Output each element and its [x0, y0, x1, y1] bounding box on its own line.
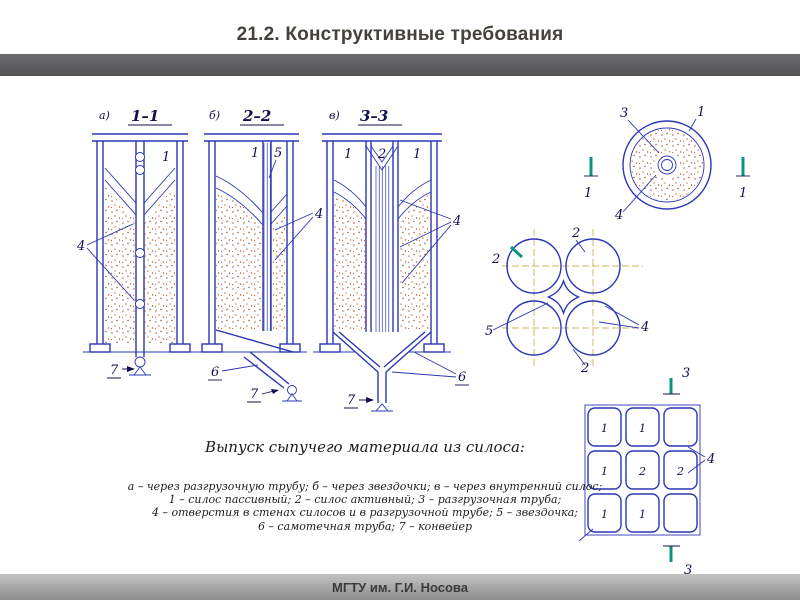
label-active-silo: 2	[580, 361, 589, 376]
label-passive-silo: 1	[344, 147, 352, 162]
grain-fill	[105, 186, 136, 343]
centerlines	[502, 229, 643, 367]
label-active-silo: 2	[491, 252, 500, 267]
conveyor-symbol	[287, 385, 297, 395]
cell-label: 1	[601, 465, 608, 478]
section-b-letter: б)	[209, 109, 220, 122]
legend-line-6-7: 6 – самотечная труба; 7 – конвейер	[257, 519, 473, 533]
label-active-silo: 2	[377, 147, 386, 162]
label-passive-silo: 1	[413, 147, 421, 162]
figure-legend: а – через разгрузочную трубу; б – через …	[55, 480, 675, 533]
footer-bar: МГТУ им. Г.И. Носова	[0, 574, 800, 600]
label-section-3: 3	[684, 563, 692, 578]
grain-fill	[271, 210, 287, 330]
inner-silo-hatch	[373, 166, 391, 332]
star-column-hatch	[263, 143, 271, 331]
conveyor-symbol	[134, 356, 146, 368]
label-section-3: 3	[682, 366, 690, 381]
label-gravity-chute: 6	[211, 365, 219, 380]
label-section-1: 1	[584, 186, 592, 201]
title-divider-bar	[0, 54, 800, 76]
label-openings: 4	[76, 239, 85, 254]
legend-line-1-2-3: 1 – силос пассивный; 2 – силос активный;…	[168, 493, 562, 507]
section-b-title: 2–2	[242, 107, 271, 125]
label-gravity-chute: 6	[458, 370, 466, 385]
figure-caption: Выпуск сыпучего материала из силоса:	[205, 438, 525, 456]
tube-opening	[135, 152, 145, 162]
tube-opening	[135, 165, 145, 175]
star-wheel-shape	[546, 278, 581, 316]
label-star-wheel: 5	[274, 146, 282, 161]
plan-four-silos-drawing: 2 2 5 4 2	[485, 226, 649, 376]
legend-line-4-5: 4 – отверстия в стенах силосов и в разгр…	[152, 506, 578, 520]
section-mark	[509, 245, 524, 259]
label-passive-silo: 1	[162, 150, 170, 165]
plan-single-silo-drawing: 3 1 4 1 1	[584, 105, 750, 223]
page-title: 21.2. Конструктивные требования	[236, 24, 564, 45]
grain-fill	[398, 194, 431, 331]
section-a-letter: а)	[99, 109, 110, 122]
label-silo-wall: 1	[697, 105, 705, 120]
label-conveyor: 7	[110, 363, 119, 378]
tube-opening	[135, 299, 145, 309]
section-c-letter: в)	[329, 109, 340, 122]
label-star-wheel: 5	[485, 324, 493, 339]
label-openings: 4	[706, 452, 715, 467]
label-passive-silo: 1	[251, 146, 259, 161]
label-discharge-tube: 3	[620, 106, 628, 121]
discharge-tube	[657, 155, 677, 175]
cell-label: 1	[601, 508, 608, 521]
label-section-1: 1	[739, 186, 747, 201]
footer-text: МГТУ им. Г.И. Носова	[332, 579, 468, 595]
label-openings: 4	[614, 208, 623, 223]
silo-section-2-2-drawing: б) 2–2 1 5 4 6 7	[195, 107, 323, 403]
label-openings: 4	[640, 320, 649, 335]
grain-fill	[144, 186, 175, 343]
label-openings: 4	[452, 214, 461, 229]
label-conveyor: 7	[347, 393, 356, 408]
legend-line-views: а – через разгрузочную трубу; б – через …	[127, 480, 603, 493]
cell-label: 2	[638, 465, 646, 478]
cell-label: 1	[639, 422, 646, 435]
section-a-title: 1–1	[131, 107, 159, 125]
plan-square-grid-drawing: 1 1 1 2 2 1 1 4 3 3	[578, 366, 715, 578]
label-conveyor: 7	[250, 387, 259, 402]
grain-fill	[216, 193, 263, 330]
silo-section-3-3-drawing: в) 3–3 1 2 1 4 6 7	[313, 107, 469, 412]
cell-label: 2	[676, 465, 684, 478]
cell-label: 1	[601, 422, 608, 435]
silo-section-1-1-drawing: а) 1–1 1 4 7	[76, 107, 197, 379]
cell-label: 1	[639, 508, 646, 521]
section-c-title: 3–3	[360, 107, 388, 125]
grain-fill	[334, 194, 366, 331]
tube-opening	[135, 248, 145, 258]
label-active-silo: 2	[571, 226, 580, 241]
label-openings: 4	[314, 207, 323, 222]
